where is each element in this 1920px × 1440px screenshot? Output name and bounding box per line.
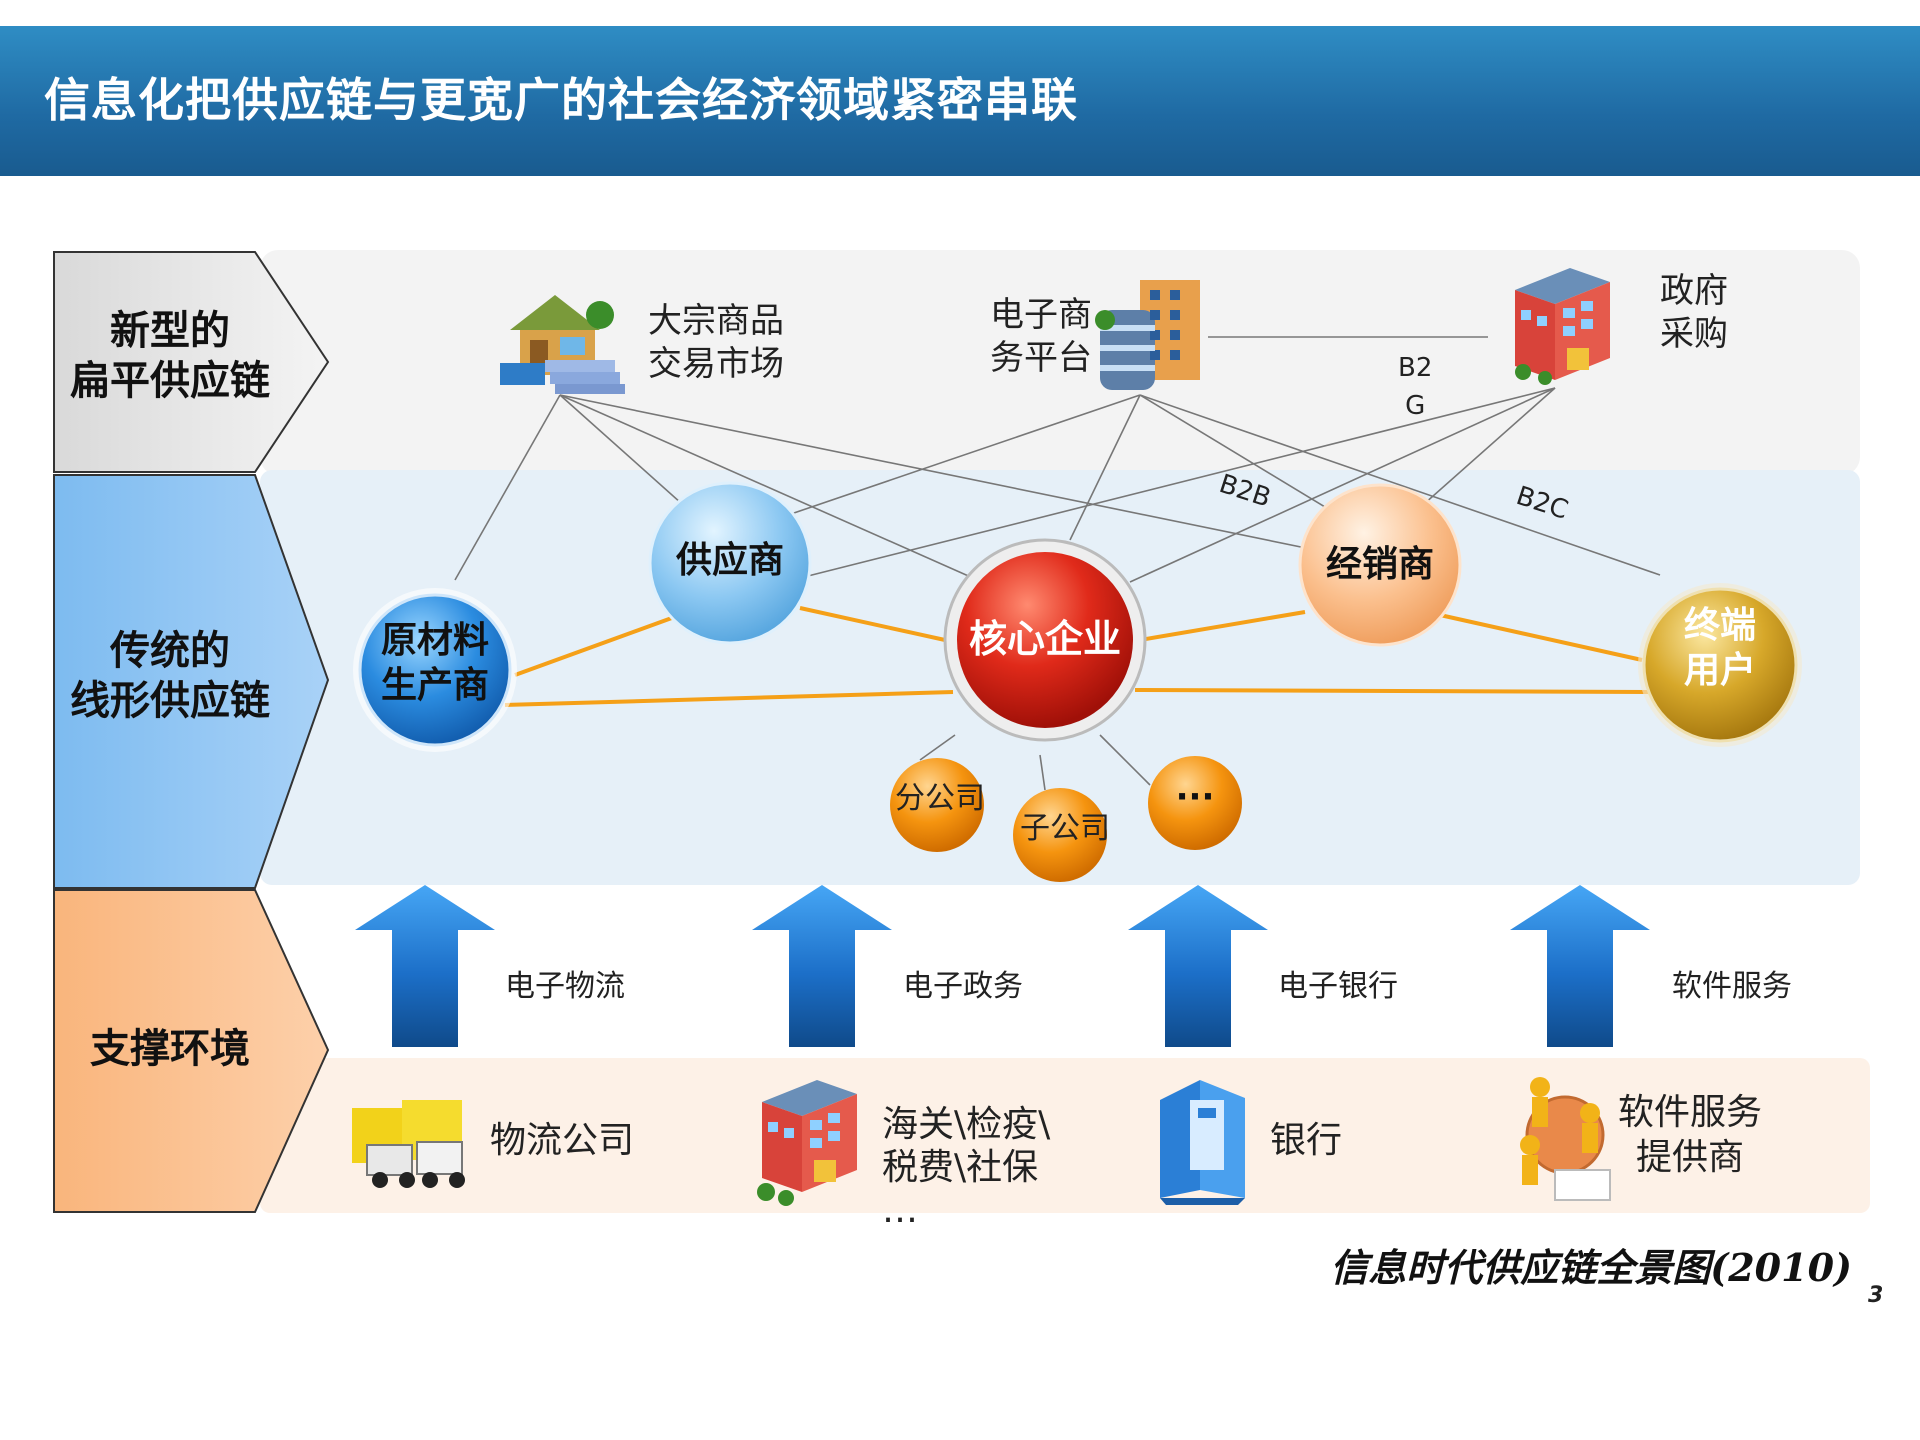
chain-supplier-core — [799, 606, 946, 642]
provider-label-customs: 海关\检疫\ 税费\社保 … — [882, 1104, 1051, 1232]
bulk-market-label: 大宗商品 交易市场 — [648, 301, 784, 384]
distributor-label: 经销商 — [1325, 544, 1434, 585]
warehouse-icon — [500, 295, 625, 394]
connector-bulk-distributor — [559, 394, 1341, 556]
connector-gov-distributor — [1414, 387, 1556, 513]
chain-distributor-enduser — [1439, 613, 1643, 662]
subsidiary-node — [1013, 788, 1107, 882]
service-label-government: 电子政务 — [903, 969, 1023, 1004]
connector-core-branch — [919, 734, 956, 761]
row-label-bottom: 支撑环境 — [90, 1026, 250, 1072]
connector-gov-supplier — [799, 387, 1556, 579]
government-building-icon — [1515, 268, 1610, 385]
figure-caption: 信息时代供应链全景图(2010) — [1330, 1245, 1852, 1290]
core-enterprise-label: 核心企业 — [968, 617, 1121, 661]
branch-label: 分公司 — [895, 781, 985, 816]
more-label: ··· — [1175, 777, 1215, 817]
supplier-label: 供应商 — [675, 540, 784, 581]
chain-core-enduser — [1134, 688, 1649, 694]
supplier-node — [648, 481, 812, 645]
header-bar: 信息化把供应链与更宽广的社会经济领域紧密串联 — [0, 26, 1920, 176]
distributor-node — [1298, 483, 1462, 647]
arrow-logistics — [355, 885, 495, 1047]
ecommerce-label: 电子商 务平台 — [990, 295, 1092, 378]
customs-building-icon — [757, 1080, 857, 1206]
edge-label-b2g: B2 G — [1398, 353, 1433, 421]
service-label-banking: 电子银行 — [1278, 969, 1398, 1004]
raw-material-node — [353, 588, 517, 752]
row-label-top: 新型的 扁平供应链 — [70, 308, 270, 404]
more-node — [1148, 756, 1242, 850]
arrow-software — [1510, 885, 1650, 1047]
provider-label-logistics: 物流公司 — [490, 1120, 635, 1161]
row-label-bottom-chevron — [53, 889, 330, 1213]
page-number: 3 — [1868, 1283, 1884, 1308]
service-label-software: 软件服务 — [1672, 969, 1792, 1004]
arrow-banking — [1128, 885, 1268, 1047]
service-label-logistics: 电子物流 — [505, 969, 625, 1004]
chain-lines — [504, 606, 1649, 707]
chain-raw-supplier — [514, 613, 681, 677]
connector-lines — [454, 336, 1661, 791]
connector-core-more — [1099, 734, 1151, 786]
connector-bulk-raw — [454, 394, 561, 581]
end-user-label: 终端 用户 — [1683, 605, 1756, 691]
raw-material-label: 原材料 生产商 — [380, 620, 489, 706]
connector-ecom-enduser — [1139, 394, 1661, 576]
connector-bulk-core — [559, 394, 1001, 591]
connector-core-subsidiary — [1039, 754, 1046, 791]
provider-label-bank: 银行 — [1270, 1120, 1343, 1161]
software-people-icon — [1520, 1077, 1611, 1201]
connector-ecom-core — [1069, 394, 1141, 541]
subsidiary-label: 子公司 — [1020, 811, 1110, 846]
truck-icon — [352, 1100, 465, 1188]
core-enterprise-node — [943, 538, 1147, 742]
connector-ecom-distributor — [1139, 394, 1331, 511]
office-building-icon — [1095, 280, 1200, 390]
connector-bulk-supplier — [559, 394, 701, 521]
row-label-top-chevron — [53, 251, 330, 473]
arrow-government — [752, 885, 892, 1047]
row-label-middle-chevron — [53, 474, 330, 889]
connector-gov-core — [1129, 387, 1556, 583]
government-label: 政府 采购 — [1660, 271, 1728, 354]
bank-icon — [1160, 1080, 1245, 1205]
chain-raw-core — [504, 690, 954, 707]
end-user-node — [1638, 583, 1802, 747]
page-title: 信息化把供应链与更宽广的社会经济领域紧密串联 — [44, 73, 1078, 127]
branch-node — [890, 758, 984, 852]
provider-label-software: 软件服务 提供商 — [1618, 1092, 1763, 1178]
row-label-middle: 传统的 线形供应链 — [70, 628, 270, 724]
chain-core-distributor — [1139, 610, 1306, 642]
